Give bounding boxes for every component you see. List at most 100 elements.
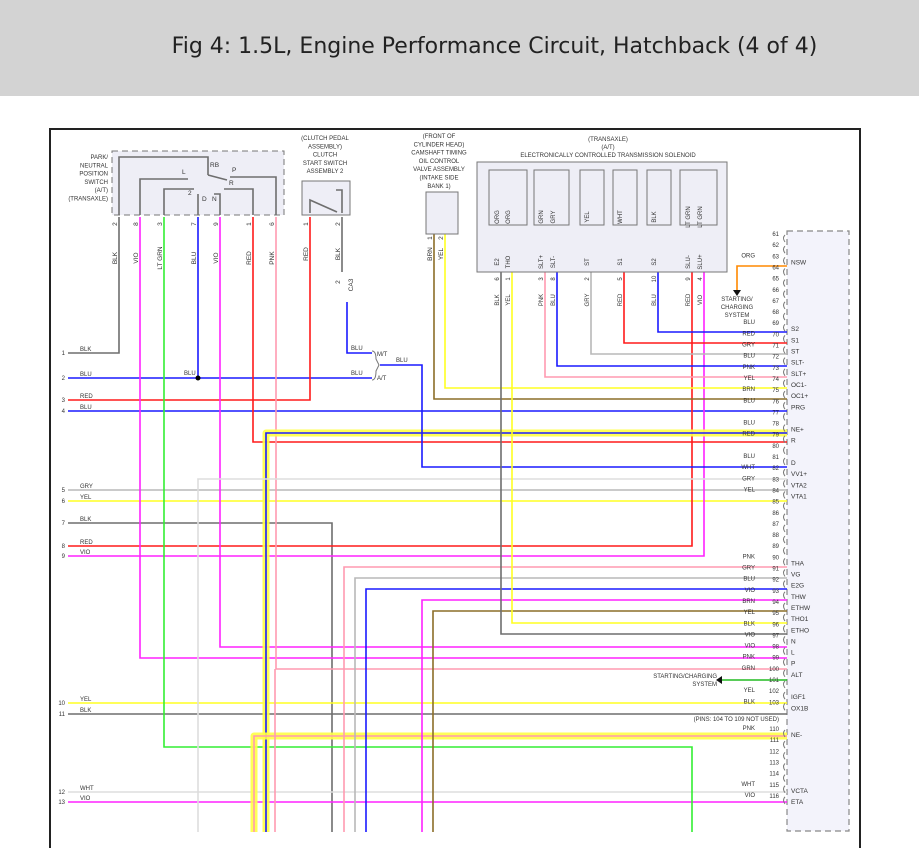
ecm-wire-color: PNK [743, 554, 755, 560]
wire-ocv-brn [433, 242, 787, 400]
ecm-wire-color: GRY [742, 343, 755, 349]
ecm-pin-number: 111 [770, 738, 780, 744]
ocv-label: BANK 1) [427, 184, 450, 190]
left-wire-color: BLU [80, 372, 92, 378]
wire-ocv-yel [444, 242, 787, 389]
ecm-wire-color: BRN [742, 599, 755, 605]
pn-int-l [139, 178, 188, 215]
left-wire-color: GRY [80, 484, 93, 490]
ocv-label: VALVE ASSEMBLY [413, 167, 465, 173]
ecm-terminal-icon [783, 658, 786, 666]
pn-int-p [230, 176, 277, 215]
ocv-label: CYLINDER HEAD) [414, 142, 465, 148]
solenoid-label: (A/T) [601, 145, 614, 151]
ecm-terminal-icon [783, 301, 786, 310]
solenoid-int-signal: SLU- [686, 255, 692, 269]
left-wire-color: RED [80, 394, 93, 400]
solenoid-wire-color: PNK [539, 294, 545, 306]
ecm-pin-number: 86 [772, 511, 779, 517]
ecm-terminal-icon [783, 513, 786, 522]
ecm-terminal-icon [783, 624, 786, 633]
ecm-signal-label: SLT+ [791, 371, 806, 378]
ecm-terminal-icon [783, 569, 786, 577]
ecm-pin-number: 91 [772, 567, 779, 573]
ecm-pin-number: 83 [772, 477, 779, 483]
ecm-wire-color: BLK [744, 621, 755, 627]
ecm-wire-color: VIO [745, 632, 756, 638]
solenoid-coil-2 [579, 169, 605, 226]
solenoid-int-color: GRY [551, 211, 557, 224]
left-pin-number: 8 [62, 544, 66, 550]
left-pin-number: 9 [62, 554, 66, 560]
wire-pn-3-ltgrn [163, 217, 693, 832]
solenoid-int-signal: SLT- [551, 256, 557, 268]
ecm-signal-label: D [791, 460, 796, 467]
pn-pin-number: 2 [112, 222, 119, 226]
starting-charging-label: SYSTEM [692, 682, 717, 688]
solenoid-int-signal: S2 [652, 258, 658, 266]
ocv-wire-color: BRN [427, 247, 434, 261]
ecm-terminal-icon [783, 502, 786, 510]
ecm-terminal-icon [783, 647, 786, 655]
arrow-left-icon [716, 676, 722, 684]
clutch-int-arm [309, 198, 338, 213]
ecm-terminal-icon [783, 379, 786, 388]
at-label: A/T [377, 376, 387, 382]
wire-pin1-blk [68, 217, 120, 354]
left-wire-color: WHT [80, 786, 94, 792]
wire-sol-8-blu [556, 272, 787, 367]
solenoid-label: ELECTRONICALLY CONTROLLED TRANSMISSION S… [520, 153, 696, 159]
ecm-terminal-icon [783, 346, 786, 354]
ecm-terminal-icon [783, 479, 786, 488]
clutch-pin-number: 2 [335, 222, 342, 226]
ocv-label: OIL CONTROL [419, 159, 460, 165]
pn-pin-number: 6 [269, 222, 276, 226]
ecm-pin-number: 79 [772, 433, 779, 439]
wire-vv1-plus [197, 478, 787, 832]
solenoid-wire-color: YEL [506, 294, 512, 306]
wire-pn-6-pnk-P [275, 217, 787, 670]
ecm-signal-label: VG [791, 572, 800, 579]
wire-pn-8-vio-L [139, 217, 787, 659]
wire-tha-pnk [343, 566, 787, 832]
clutch-switch-label: ASSEMBLY 2 [307, 169, 344, 175]
ecm-signal-label: P [791, 661, 795, 668]
solenoid-pin-number: 8 [551, 277, 557, 281]
ecm-pin-number: 82 [772, 466, 779, 472]
wire-d-blu [380, 364, 787, 468]
left-wire-color: RED [80, 540, 93, 546]
ecm-terminal-icon [783, 557, 786, 566]
starting-charging-label: SYSTEM [725, 313, 750, 319]
pn-wire-color: VIO [213, 252, 220, 263]
ecm-signal-label: ETHO [791, 627, 809, 634]
wire-sol-5-red [623, 272, 787, 344]
ecm-terminal-icon [783, 636, 786, 644]
ecm-signal-label: NE- [791, 732, 802, 739]
ecm-wire-color: GRY [742, 566, 755, 572]
pn-contact-label: D [202, 196, 207, 203]
pn-switch-label: POSITION [79, 172, 108, 178]
ecm-pin-number: 110 [769, 727, 779, 733]
ecm-signal-label: S1 [791, 337, 799, 344]
ocv-label: CAMSHAFT TIMING [411, 151, 467, 157]
wire-sol-6-blk [500, 272, 787, 635]
left-wire-color: YEL [80, 495, 92, 501]
ecm-pin-number: 67 [772, 299, 779, 305]
solenoid-wire-color: GRY [585, 294, 591, 307]
ecm-signal-label: PRG [791, 404, 805, 411]
ecm-pin-number: 97 [772, 633, 779, 639]
solenoid-pin-number: 1 [506, 277, 512, 281]
ecm-signal-label: THW [791, 594, 807, 601]
ocv-label: (FRONT OF [423, 134, 456, 140]
ecm-wire-color: RED [742, 432, 755, 438]
clutch-switch-label: (CLUTCH PEDAL [301, 136, 349, 142]
left-wire-color: YEL [80, 697, 92, 703]
ecm-pin-number: 113 [769, 760, 779, 766]
ecm-wire-color: WHT [741, 465, 755, 471]
ecm-pin-number: 61 [772, 232, 779, 238]
pn-contact-label: RB [210, 162, 219, 169]
ocv-label: (INTAKE SIDE [420, 176, 459, 182]
brace-icon [371, 350, 380, 381]
wire-ne-minus [253, 735, 787, 832]
ecm-wire-color: BLU [743, 454, 755, 460]
